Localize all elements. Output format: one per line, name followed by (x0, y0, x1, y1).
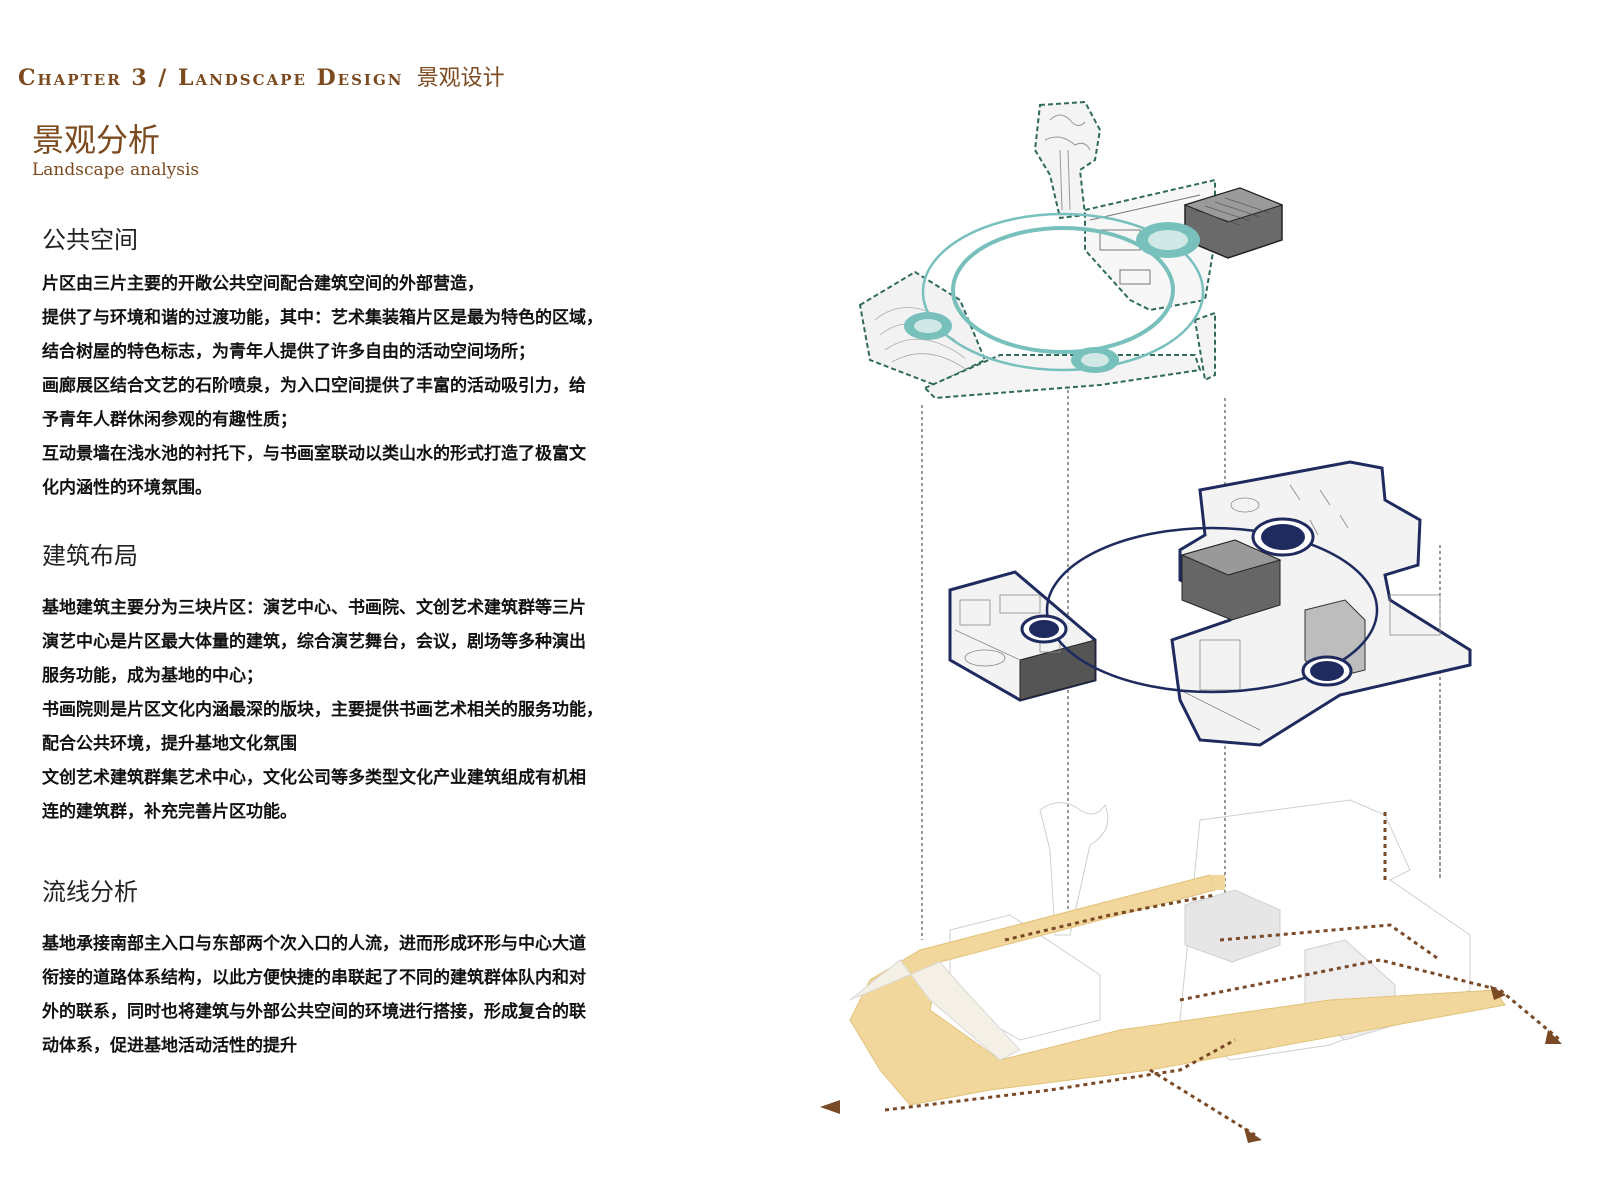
tree-sketch (1044, 114, 1091, 211)
paragraph-line: 互动景墙在浅水池的衬托下，与书画室联动以类山水的形式打造了极富文 (42, 444, 586, 464)
public-space-ring-outer (921, 212, 1205, 372)
building-left (948, 570, 1097, 702)
gallery-strip (923, 354, 1202, 400)
circulation-arrows (884, 810, 1561, 1137)
public-space-ring-inner (951, 226, 1175, 354)
page-title-en: Landscape analysis (32, 160, 200, 180)
paragraph-line: 外的联系，同时也将建筑与外部公共空间的环境进行搭接，形成复合的联 (42, 1002, 586, 1022)
arrow-head-south (1244, 1128, 1262, 1143)
wall-strip (1193, 311, 1216, 382)
paragraph-line: 画廊展区结合文艺的石阶喷泉，为入口空间提供了丰富的活动吸引力，给 (42, 376, 586, 396)
section-circulation: 流线分析 基地承接南部主入口与东部两个次入口的人流，进而形成环形与中心大道 衔接… (42, 872, 742, 1063)
paragraph-line: 演艺中心是片区最大体量的建筑，综合演艺舞台，会议，剧场等多种演出 (42, 632, 586, 652)
paragraph-line: 片区由三片主要的开敞公共空间配合建筑空间的外部营造， (42, 274, 484, 294)
arrow-head-east (1545, 1030, 1562, 1044)
section-heading: 公共空间 (42, 226, 138, 254)
chapter-header: Chapter 3 / Landscape Design 景观设计 (18, 60, 505, 92)
paragraph-line: 基地建筑主要分为三块片区：演艺中心、书画院、文创艺术建筑群等三片 (42, 598, 586, 618)
chapter-header-en: Chapter 3 / Landscape Design (18, 65, 404, 91)
paragraph-line: 服务功能，成为基地的中心； (42, 666, 263, 686)
paragraph-line: 提供了与环境和谐的过渡功能，其中：艺术集装箱片区是最为特色的区域， (42, 308, 603, 328)
paragraph-line: 衔接的道路体系结构，以此方便快捷的串联起了不同的建筑群体队内和对 (42, 968, 586, 988)
section-heading: 建筑布局 (42, 542, 138, 570)
section-heading: 流线分析 (42, 878, 138, 906)
section-public-space: 公共空间 片区由三片主要的开敞公共空间配合建筑空间的外部营造， 提供了与环境和谐… (42, 220, 742, 505)
paragraph-line: 文创艺术建筑群集艺术中心，文化公司等多类型文化产业建筑组成有机相 (42, 768, 586, 788)
paragraph-line: 化内涵性的环境氛围。 (42, 478, 212, 498)
page-title-cn: 景观分析 (32, 121, 161, 159)
paragraph-line: 连的建筑群，补充完善片区功能。 (42, 802, 297, 822)
chapter-header-cn: 景观设计 (416, 66, 505, 91)
building-ring (1045, 526, 1379, 694)
paragraph-line: 动体系，促进基地活动活性的提升 (42, 1036, 297, 1056)
paragraph-line: 结合树屋的特色标志，为青年人提供了许多自由的活动空间场所； (42, 342, 535, 362)
building-right (1170, 460, 1472, 747)
exploded-axonometric-diagram (820, 100, 1562, 1143)
dark-building-block (1183, 187, 1284, 259)
circulation-layer (820, 799, 1562, 1143)
public-space-layer (858, 100, 1284, 400)
tree-house-outline (1033, 100, 1102, 220)
page-title: 景观分析 Landscape analysis (32, 122, 199, 180)
arrow-head-west (820, 1100, 840, 1114)
section-building-layout: 建筑布局 基地建筑主要分为三块片区：演艺中心、书画院、文创艺术建筑群等三片 演艺… (42, 536, 742, 829)
building-layer (948, 460, 1472, 747)
paragraph-line: 予青年人群休闲参观的有趣性质； (42, 410, 297, 430)
paragraph-line: 配合公共环境，提升基地文化氛围 (42, 734, 297, 754)
arrow-head-east-2 (1490, 985, 1506, 1000)
paragraph-line: 基地承接南部主入口与东部两个次入口的人流，进而形成环形与中心大道 (42, 934, 586, 954)
paragraph-line: 书画院则是片区文化内涵最深的版块，主要提供书画艺术相关的服务功能， (42, 700, 603, 720)
